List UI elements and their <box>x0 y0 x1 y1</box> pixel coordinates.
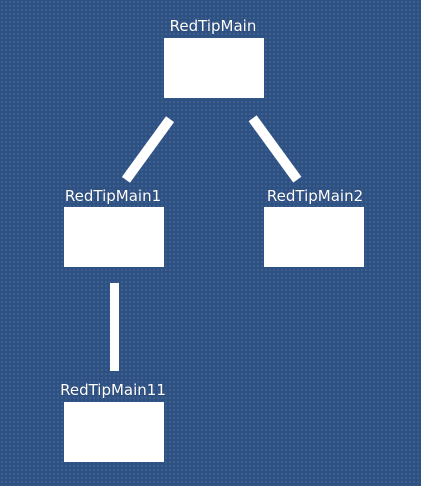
node-label-main11: RedTipMain11 <box>60 381 166 399</box>
connector-main-to-main2 <box>248 115 302 183</box>
node-main2[interactable] <box>264 207 364 267</box>
node-label-main2: RedTipMain2 <box>266 187 364 205</box>
node-label-main: RedTipMain <box>169 17 257 35</box>
connector-main1-to-main11 <box>110 283 119 371</box>
connector-main-to-main1 <box>121 116 175 183</box>
node-label-main1: RedTipMain1 <box>64 187 162 205</box>
node-main11[interactable] <box>64 402 164 462</box>
node-main1[interactable] <box>64 207 164 267</box>
node-main[interactable] <box>164 38 264 98</box>
